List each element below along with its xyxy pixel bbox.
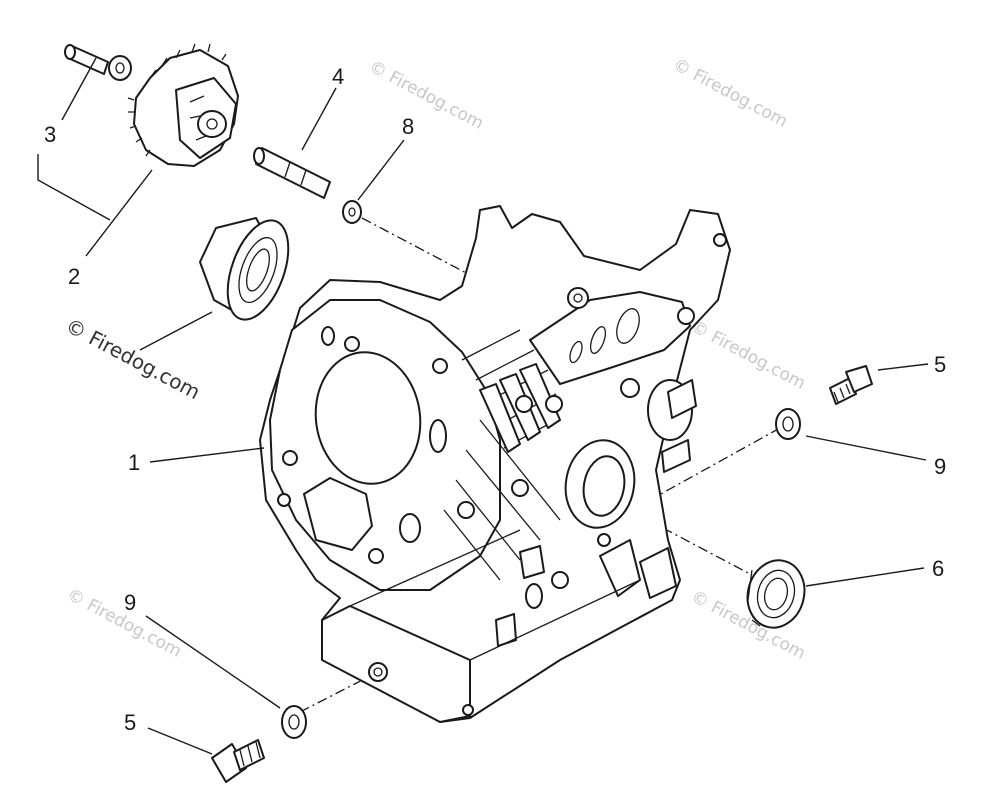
watermark-text: © Firedog.com xyxy=(366,57,487,134)
bolt-hole xyxy=(368,548,384,564)
watermark-text: © Firedog.com xyxy=(688,317,809,394)
drain-bolt-part-left xyxy=(211,739,265,783)
callout-5-right: 5 xyxy=(934,352,946,377)
leader-lines xyxy=(37,57,929,755)
watermark-text: © Firedog.com xyxy=(670,55,791,132)
callout-5-left: 5 xyxy=(124,710,136,735)
callout-8: 8 xyxy=(402,114,414,139)
callout-numbers: 3 2 4 8 1 5 9 6 9 5 xyxy=(44,64,946,735)
washer-part-left xyxy=(281,705,307,739)
bolt-hole xyxy=(429,419,447,453)
washer-part-right xyxy=(775,408,801,440)
callout-4: 4 xyxy=(332,64,344,89)
pin-bolt-part xyxy=(64,44,132,81)
bolt-hole xyxy=(399,513,421,543)
shaft-part xyxy=(253,147,331,199)
bolt-hole xyxy=(277,493,291,507)
bolt-hole xyxy=(282,450,298,466)
bolt-hole xyxy=(432,358,448,374)
gear-part xyxy=(127,43,239,167)
callout-3: 3 xyxy=(44,122,56,147)
callout-2: 2 xyxy=(68,264,80,289)
callout-6: 6 xyxy=(932,556,944,581)
small-washer-part xyxy=(342,200,362,224)
callout-9-right: 9 xyxy=(934,454,946,479)
bolt-hole xyxy=(344,336,360,352)
oil-seal-part xyxy=(746,559,806,629)
crankcase-body xyxy=(259,205,731,723)
ball-bearing-part xyxy=(199,217,290,321)
callout-1: 1 xyxy=(128,450,140,475)
drain-bolt-part-right xyxy=(829,365,873,405)
callout-9-left: 9 xyxy=(124,590,136,615)
